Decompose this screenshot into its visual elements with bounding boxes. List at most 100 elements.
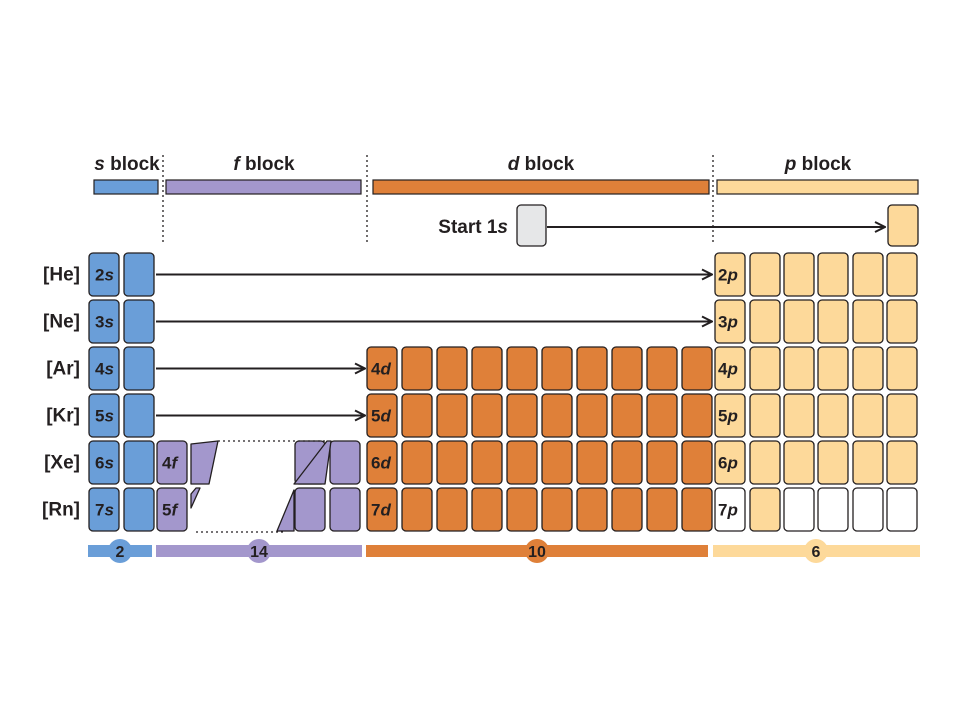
p-orbital-label: 4p <box>718 360 738 379</box>
d-cell <box>366 346 398 391</box>
d-cell <box>541 346 573 391</box>
s-orbital-label: 5s <box>95 407 114 426</box>
p-cell <box>817 393 849 438</box>
p-orbital-label: 2p <box>718 266 738 285</box>
p-cell <box>714 299 746 344</box>
s-orbital-label: 3s <box>95 313 114 332</box>
p-cell <box>783 487 815 532</box>
p-cell <box>749 487 781 532</box>
core-label: [Rn] <box>42 500 80 521</box>
s-orbital-label: 6s <box>95 454 114 473</box>
p-cell <box>817 487 849 532</box>
f-cell-slanted <box>190 440 219 485</box>
p-cell <box>714 487 746 532</box>
d-cell <box>681 346 713 391</box>
p-cell <box>886 393 918 438</box>
d-cell <box>506 487 538 532</box>
f-cell <box>329 487 361 532</box>
d-cell <box>436 346 468 391</box>
s-cell <box>88 299 120 344</box>
p-block-bar <box>716 179 919 195</box>
p-cell <box>714 346 746 391</box>
d-count: 10 <box>528 544 546 561</box>
s-cell <box>123 252 155 297</box>
p-cell <box>714 252 746 297</box>
d-cell <box>471 346 503 391</box>
p-orbital-label: 3p <box>718 313 738 332</box>
d-cell <box>541 393 573 438</box>
f-orbital-label: 4f <box>162 454 179 473</box>
s-cell <box>88 393 120 438</box>
d-orbital-label: 6d <box>371 454 391 473</box>
d-cell <box>506 346 538 391</box>
f-cell-slanted <box>190 487 201 509</box>
s-count: 2 <box>116 544 125 561</box>
p-orbital-label: 5p <box>718 407 738 426</box>
p-cell <box>749 346 781 391</box>
d-cell <box>646 487 678 532</box>
p-block-title: p block <box>784 154 852 175</box>
p-cell <box>749 393 781 438</box>
d-cell <box>646 393 678 438</box>
f-cell <box>329 440 361 485</box>
start-label: Start 1s <box>438 217 508 238</box>
p-count: 6 <box>812 544 821 561</box>
d-orbital-label: 4d <box>371 360 391 379</box>
f-block-bar <box>165 179 362 195</box>
d-cell <box>681 440 713 485</box>
f-orbital-label: 5f <box>162 501 179 520</box>
f-cell <box>156 487 188 532</box>
p-cell <box>714 393 746 438</box>
d-cell <box>401 440 433 485</box>
s-cell <box>123 440 155 485</box>
d-cell <box>681 487 713 532</box>
f-cell <box>294 487 326 532</box>
p-cell <box>817 346 849 391</box>
p-cell <box>852 299 884 344</box>
d-cell <box>401 393 433 438</box>
d-cell <box>506 440 538 485</box>
p-count-circle <box>804 539 828 563</box>
p-cell <box>886 299 918 344</box>
d-cell <box>471 393 503 438</box>
p-cell <box>783 393 815 438</box>
d-cell <box>541 440 573 485</box>
s-orbital-label: 7s <box>95 501 114 520</box>
p-cell <box>783 346 815 391</box>
core-label: [Xe] <box>44 453 80 474</box>
p-orbital-label: 7p <box>718 501 738 520</box>
p-cell <box>783 299 815 344</box>
p-cell <box>783 252 815 297</box>
d-cell <box>401 487 433 532</box>
p-cell <box>817 440 849 485</box>
p-cell <box>852 393 884 438</box>
d-cell <box>611 393 643 438</box>
d-cell <box>366 487 398 532</box>
f-cell-slanted <box>276 489 295 532</box>
d-block-bar <box>372 179 710 195</box>
p-cell <box>852 440 884 485</box>
s-orbital-label: 4s <box>95 360 114 379</box>
p-cell <box>886 252 918 297</box>
p-cell <box>852 252 884 297</box>
core-label: [He] <box>43 265 80 286</box>
p-orbital-label: 6p <box>718 454 738 473</box>
s-cell <box>123 487 155 532</box>
s-block-bar <box>93 179 159 195</box>
s-cell <box>88 440 120 485</box>
s-cell <box>123 299 155 344</box>
d-cell <box>576 393 608 438</box>
d-orbital-label: 5d <box>371 407 391 426</box>
s-cell <box>123 393 155 438</box>
p-cell <box>817 299 849 344</box>
p-cell <box>817 252 849 297</box>
d-cell <box>506 393 538 438</box>
p-cell <box>886 440 918 485</box>
d-cell <box>366 393 398 438</box>
start-1s-cell <box>516 204 547 247</box>
d-cell <box>576 440 608 485</box>
s-block-title: s block <box>94 154 160 175</box>
d-cell <box>681 393 713 438</box>
d-cell <box>576 346 608 391</box>
